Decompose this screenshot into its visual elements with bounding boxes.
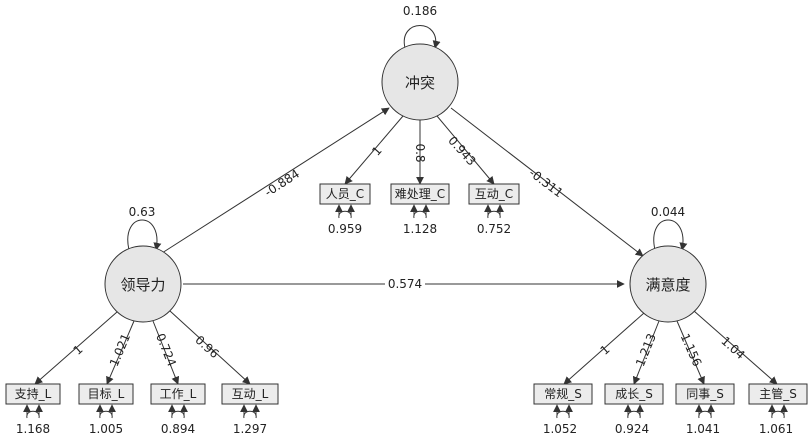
variance-leadership: 0.63 <box>129 205 156 219</box>
indicator-label: 成长_S <box>615 387 653 401</box>
variance-satisfaction: 0.044 <box>651 205 685 219</box>
indicator-box <box>5 383 61 405</box>
indicator-label: 互动_L <box>232 387 269 401</box>
error-loop <box>338 210 352 219</box>
indicator-conflict-2: 难处理_C 1.128 <box>390 183 450 236</box>
indicator-box <box>675 383 735 405</box>
indicator-leadership-2: 目标_L 1.005 <box>78 383 134 436</box>
indicator-conflict-3: 互动_C 0.752 <box>468 183 520 236</box>
error-loop <box>771 410 785 419</box>
indicator-box <box>748 383 808 405</box>
error-variance: 0.752 <box>477 222 511 236</box>
loading-leadership-1 <box>34 311 118 385</box>
indicator-leadership-1: 支持_L 1.168 <box>5 383 61 436</box>
error-loop <box>698 410 712 419</box>
error-loop <box>99 410 113 419</box>
error-variance: 1.005 <box>89 422 123 436</box>
error-variance: 1.168 <box>16 422 50 436</box>
error-variance: 1.041 <box>686 422 720 436</box>
indicator-satisfaction-4: 主管_S 1.061 <box>748 383 808 436</box>
error-variance: 0.894 <box>161 422 195 436</box>
loading-label-conflict-3: 0.943 <box>445 134 478 169</box>
indicator-label: 同事_S <box>686 387 724 401</box>
error-loop <box>413 210 427 219</box>
indicator-leadership-3: 工作_L 0.894 <box>150 383 206 436</box>
latent-conflict: 0.186 冲突 1 0.8 0.943 人员_C 0.959 难处理_C 1.… <box>319 4 520 236</box>
loading-conflict-1 <box>344 115 404 185</box>
indicator-box <box>221 383 279 405</box>
loading-label-leadership-4: 0.96 <box>192 333 221 361</box>
latent-label-conflict: 冲突 <box>405 74 435 92</box>
loading-satisfaction-4 <box>693 310 778 385</box>
indicator-label: 目标_L <box>88 387 125 401</box>
indicator-label: 支持_L <box>15 386 52 401</box>
loading-satisfaction-3 <box>676 320 705 385</box>
loading-label-satisfaction-1: 1 <box>597 342 612 358</box>
error-variance: 0.924 <box>615 422 649 436</box>
loading-label-leadership-1: 1 <box>70 342 85 358</box>
latent-satisfaction: 0.044 满意度 1 1.213 1.156 1.04 常规_S 1.052 … <box>533 205 808 436</box>
latent-node-satisfaction <box>629 245 707 323</box>
loading-conflict-3 <box>436 115 495 185</box>
error-variance: 1.061 <box>759 422 793 436</box>
variance-conflict: 0.186 <box>403 4 437 18</box>
indicator-label: 人员_C <box>326 187 364 201</box>
latent-node-leadership <box>104 245 182 323</box>
indicator-box <box>468 183 520 205</box>
error-loop <box>171 410 185 419</box>
latent-label-satisfaction: 满意度 <box>645 276 690 294</box>
indicator-satisfaction-1: 常规_S 1.052 <box>533 383 593 436</box>
indicator-box <box>533 383 593 405</box>
indicator-label: 工作_L <box>160 387 197 401</box>
path-label-leadership-conflict: -0.884 <box>262 167 302 200</box>
loading-satisfaction-2 <box>632 320 660 385</box>
indicator-box <box>390 183 450 205</box>
loading-label-satisfaction-4: 1.04 <box>718 334 747 362</box>
error-loop <box>243 410 257 419</box>
indicator-label: 互动_C <box>475 187 513 201</box>
loading-label-leadership-2: 1.021 <box>107 331 133 368</box>
path-label-bg <box>385 276 425 292</box>
indicator-box <box>319 183 371 205</box>
error-loop <box>556 410 570 419</box>
loading-label-leadership-3: 0.724 <box>153 331 179 368</box>
variance-loop-satisfaction <box>653 219 688 251</box>
error-variance: 1.052 <box>543 422 577 436</box>
error-loop <box>627 410 641 419</box>
loading-leadership-4 <box>169 310 251 385</box>
path-label-conflict-satisfaction: -0.311 <box>526 166 565 200</box>
indicator-satisfaction-3: 同事_S 1.041 <box>675 383 735 436</box>
indicator-leadership-4: 互动_L 1.297 <box>221 383 279 436</box>
loading-leadership-2 <box>106 320 135 385</box>
path-label-leadership-satisfaction: 0.574 <box>388 277 422 291</box>
path-leadership-to-conflict <box>161 107 390 254</box>
variance-loop-conflict <box>403 25 441 49</box>
loading-satisfaction-1 <box>563 312 645 385</box>
indicator-satisfaction-2: 成长_S 0.924 <box>604 383 664 436</box>
indicator-label: 难处理_C <box>395 187 445 201</box>
error-variance: 1.128 <box>403 222 437 236</box>
error-variance: 1.297 <box>233 422 267 436</box>
loading-label-conflict-2: 0.8 <box>413 143 427 162</box>
indicator-box <box>604 383 664 405</box>
variance-loop-leadership <box>127 219 162 251</box>
error-variance: 0.959 <box>328 222 362 236</box>
indicator-label: 主管_S <box>759 386 797 401</box>
latent-label-leadership: 领导力 <box>120 276 165 294</box>
indicator-label: 常规_S <box>544 386 582 401</box>
loading-label-satisfaction-2: 1.213 <box>633 331 659 368</box>
loading-label-satisfaction-3: 1.156 <box>678 331 705 368</box>
error-loop <box>487 210 501 219</box>
indicator-box <box>150 383 206 405</box>
indicator-box <box>78 383 134 405</box>
path-conflict-to-satisfaction <box>450 107 644 257</box>
indicator-conflict-1: 人员_C 0.959 <box>319 183 371 236</box>
error-loop <box>26 410 40 419</box>
loading-leadership-3 <box>152 320 180 385</box>
latent-leadership: 0.63 领导力 1 1.021 0.724 0.96 支持_L 1.168 目… <box>5 205 279 436</box>
